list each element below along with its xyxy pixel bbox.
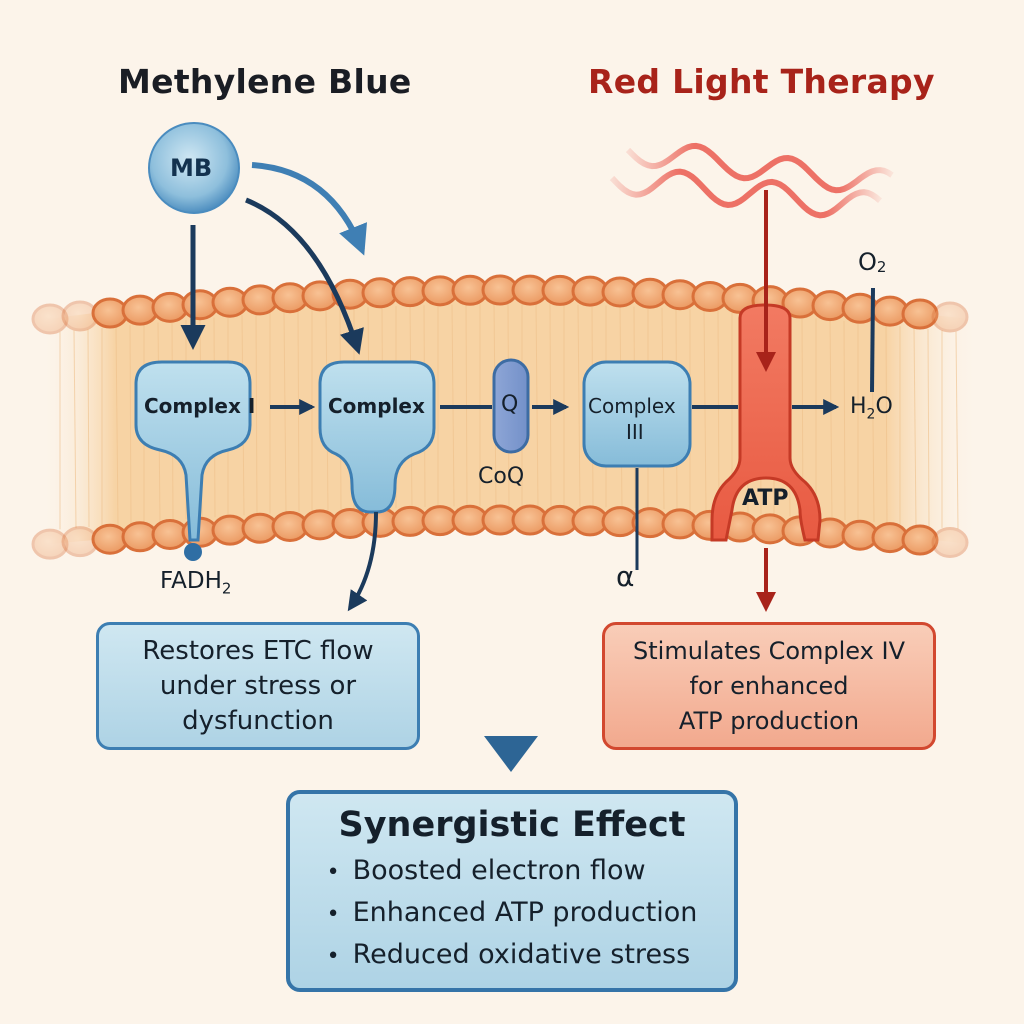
o2-to-h2o-line xyxy=(870,287,875,393)
complex3-label-line2: III xyxy=(626,420,644,444)
red-light-wave-2 xyxy=(609,168,882,219)
synergy-bullet: Boosted electron flow xyxy=(327,851,698,893)
o2-label-main: O xyxy=(858,248,877,276)
membrane-striation xyxy=(129,325,132,524)
membrane-striation xyxy=(843,320,846,521)
mb-effect-box: Restores ETC flow under stress or dysfun… xyxy=(96,622,420,750)
fadh2-label-main: FADH xyxy=(160,568,222,594)
complex2-label: Complex xyxy=(328,394,425,418)
synergy-bullet: Enhanced ATP production xyxy=(327,893,698,935)
coenzyme-q-capsule xyxy=(492,358,530,454)
synergy-box: Synergistic Effect Boosted electron flow… xyxy=(286,790,738,992)
mb-label: MB xyxy=(170,154,213,182)
membrane-striation xyxy=(255,314,258,515)
h2o-label-o: O xyxy=(875,394,893,419)
membrane-striation xyxy=(703,310,707,512)
alpha-label: α xyxy=(616,560,635,593)
o2-label-subscript: 2 xyxy=(876,258,887,276)
mb-to-membrane-arrow xyxy=(251,162,368,256)
membrane-striation xyxy=(577,304,581,507)
membrane-striation xyxy=(913,327,917,526)
membrane-striation xyxy=(297,311,300,513)
complex3-label-line1: Complex xyxy=(588,394,676,418)
membrane-striation xyxy=(87,329,90,528)
synergy-list: Boosted electron flow Enhanced ATP produ… xyxy=(327,851,698,977)
mb-molecule-sphere xyxy=(148,122,240,214)
o2-label: O2 xyxy=(858,248,886,276)
membrane-striation xyxy=(885,324,888,524)
complex2-to-mb-effect-arrow xyxy=(347,511,378,612)
mb-effect-line: Restores ETC flow xyxy=(142,635,374,666)
complex4-shape xyxy=(710,303,822,542)
synergy-title: Synergistic Effect xyxy=(338,805,686,845)
mb-effect-text: Restores ETC flow under stress or dysfun… xyxy=(142,634,373,739)
membrane-striation xyxy=(829,319,833,519)
fadh2-label-subscript: 2 xyxy=(221,579,232,598)
membrane-striation xyxy=(927,328,930,527)
fadh2-label: FADH2 xyxy=(160,568,231,598)
rlt-effect-line: for enhanced xyxy=(689,671,849,700)
methylene-blue-title: Methylene Blue xyxy=(118,62,412,101)
red-light-wave-1 xyxy=(625,142,894,194)
membrane-striation xyxy=(283,312,287,513)
membrane-striation xyxy=(955,331,959,530)
membrane-striation xyxy=(717,310,720,512)
h2o-label-subscript: 2 xyxy=(866,406,876,423)
h2o-label-h: H xyxy=(850,394,867,419)
membrane-striation xyxy=(115,326,119,525)
mb-effect-line: dysfunction xyxy=(182,705,334,736)
rlt-effect-line: ATP production xyxy=(678,706,860,735)
complex1-shape xyxy=(134,360,252,542)
fadh2-node xyxy=(184,543,202,561)
mb-effect-line: under stress or xyxy=(159,670,357,701)
rlt-effect-box: Stimulates Complex IV for enhanced ATP p… xyxy=(602,622,936,750)
h2o-label: H2O xyxy=(850,394,893,422)
red-light-therapy-title: Red Light Therapy xyxy=(588,62,935,101)
center-divider-arrowhead xyxy=(484,736,538,772)
lipid-head xyxy=(931,301,969,333)
membrane-striation xyxy=(73,330,77,529)
synergy-bullet: Reduced oxidative stress xyxy=(327,935,698,977)
rlt-effect-line: Stimulates Complex IV xyxy=(633,636,905,665)
lipid-head xyxy=(931,526,969,558)
atp-label: ATP xyxy=(742,486,789,511)
complex1-label: Complex I xyxy=(144,394,256,418)
rlt-effect-text: Stimulates Complex IV for enhanced ATP p… xyxy=(633,634,905,739)
q-label: Q xyxy=(501,392,519,417)
membrane-bottom-lipid-layer xyxy=(31,504,969,560)
coq-label: CoQ xyxy=(478,464,525,489)
mb-to-complex2-arrow xyxy=(245,197,364,355)
complex3-shape xyxy=(582,360,692,468)
membrane-top-lipid-layer xyxy=(31,274,969,335)
